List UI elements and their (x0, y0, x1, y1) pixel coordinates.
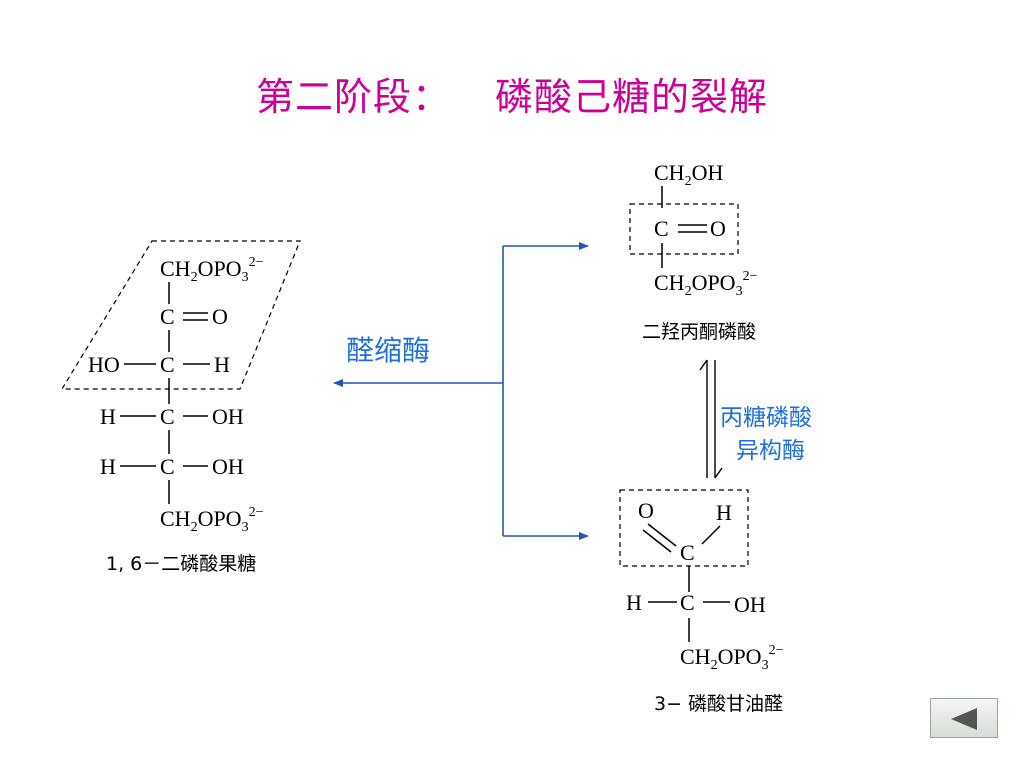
title-stage: 第二阶段： (255, 75, 451, 119)
isomerase-label-line1: 丙糖磷酸 (720, 405, 812, 431)
title-topic: 磷酸己糖的裂解 (495, 75, 769, 119)
left-triangle-icon (951, 708, 977, 730)
fbp-c4-oh: OH (212, 404, 244, 429)
fructose-bisphosphate-structure: CH2OPO32− C O HO C H H C OH H C OH CH2OP… (60, 240, 301, 575)
isomerase-label-line2: 异构酶 (736, 438, 805, 464)
gap-c2-carbon: C (680, 590, 695, 615)
gap-c3-group: CH2OPO32− (680, 643, 784, 673)
fbp-c4-h: H (100, 404, 116, 429)
gap-c2-h: H (626, 590, 642, 615)
gap-aldehyde-box (619, 489, 749, 567)
dhap-c2-carbon: C (654, 216, 669, 241)
isomerase-equilibrium-arrows (699, 359, 723, 479)
dhap-carbonyl-box (629, 203, 739, 255)
fbp-c6-group: CH2OPO32− (160, 505, 264, 535)
slide-title: 第二阶段： 磷酸己糖的裂解 (0, 66, 1024, 121)
dhap-c3-group: CH2OPO32− (654, 269, 758, 299)
gap-c2-oh: OH (734, 592, 766, 617)
fbp-c5-oh: OH (212, 454, 244, 479)
fbp-c3-ho: HO (88, 352, 120, 377)
fbp-caption: 1, 6－二磷酸果糖 (106, 553, 256, 575)
dihydroxyacetone-portion-box (60, 240, 301, 390)
fbp-c1-group: CH2OPO32− (160, 255, 264, 285)
fbp-c4-carbon: C (160, 404, 175, 429)
fbp-c2-oxygen: O (212, 304, 228, 329)
fbp-c2-carbon: C (160, 304, 175, 329)
aldolase-arrows (333, 242, 589, 540)
gap-c1-hydrogen: H (716, 500, 732, 525)
gap-caption: 3− 磷酸甘油醛 (654, 693, 783, 715)
fbp-c5-carbon: C (160, 454, 175, 479)
dhap-caption: 二羟丙酮磷酸 (642, 321, 756, 343)
dhap-c1-group: CH2OH (654, 160, 723, 189)
fbp-c5-h: H (100, 454, 116, 479)
gap-c1-oxygen: O (638, 498, 654, 523)
dihydroxyacetone-phosphate-structure: CH2OH C O CH2OPO32− 二羟丙酮磷酸 (629, 160, 758, 343)
glyceraldehyde-phosphate-structure: O H C H C OH CH2OPO32− 3− 磷酸甘油醛 (619, 489, 784, 715)
aldolase-label: 醛缩酶 (346, 334, 430, 367)
gap-c1-carbon: C (680, 540, 695, 565)
dhap-c2-oxygen: O (710, 216, 726, 241)
fbp-c3-h: H (214, 352, 230, 377)
previous-slide-button[interactable] (930, 698, 998, 738)
fbp-c3-carbon: C (160, 352, 175, 377)
